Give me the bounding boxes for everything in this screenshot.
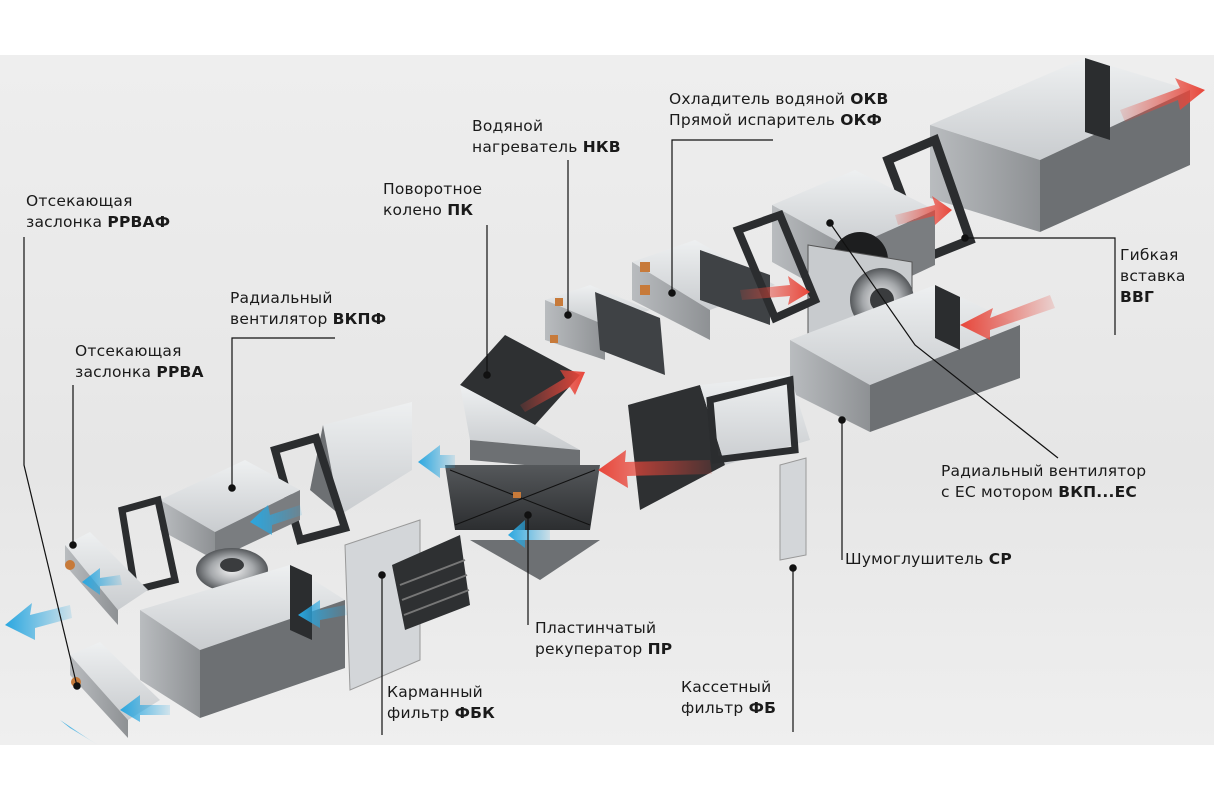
leader-dot-rrva — [69, 541, 77, 549]
leader-dot-vkpec — [826, 219, 834, 227]
label-heater-nkv: Водяной нагреватель НКВ — [472, 117, 621, 156]
label-elbow-pk: Поворотное колено ПК — [383, 180, 483, 219]
silencer-top-right — [930, 58, 1190, 232]
leader-dot-vkpf — [228, 484, 236, 492]
leader-dot-rrvaf — [73, 682, 81, 690]
leader-rrvaf — [23, 237, 78, 687]
turning-elbow-pk — [460, 335, 580, 470]
pocket-filter-fbk — [344, 519, 470, 691]
heater-nkv — [545, 285, 665, 375]
leader-vvg — [965, 237, 1116, 335]
label-recuperator-pr: Пластинчатый рекуператор ПР — [535, 619, 673, 658]
airflow-cold-arrows — [5, 445, 550, 745]
silencer-left-bottom — [140, 565, 345, 718]
leader-dot-pk — [483, 371, 491, 379]
recuperator-pr — [445, 465, 600, 580]
label-fan-vkp-ec: Радиальный вентилятор с ЕС мотором ВКП..… — [941, 462, 1147, 501]
cassette-filter-fb — [779, 457, 807, 561]
leader-dot-pr — [524, 511, 532, 519]
label-pocket-filter-fbk: Карманный фильтр ФБК — [387, 683, 496, 722]
label-flex-vvg: Гибкая вставка ВВГ — [1120, 246, 1186, 306]
leader-vkpec — [829, 222, 1059, 459]
airflow-warm-arrows — [520, 78, 1205, 488]
leader-dot-fb — [789, 564, 797, 572]
leader-okv — [671, 139, 773, 293]
label-damper-rrvaf: Отсекающая заслонка РРВАФ — [26, 192, 171, 231]
label-cooler-okv: Охладитель водяной ОКВ Прямой испаритель… — [669, 90, 889, 129]
leader-dot-sr — [838, 416, 846, 424]
leader-dot-okv — [668, 289, 676, 297]
leader-dot-nkv — [564, 311, 572, 319]
label-cassette-filter-fb: Кассетный фильтр ФБ — [681, 678, 777, 717]
leader-dot-vvg — [961, 234, 969, 242]
flex-insert-far-left — [118, 495, 180, 595]
label-damper-rrva: Отсекающая заслонка РРВА — [75, 342, 204, 381]
label-silencer-sr: Шумоглушитель СР — [845, 550, 1012, 568]
leader-dot-fbk — [378, 571, 386, 579]
leader-lines — [23, 139, 1116, 735]
label-fan-vkpf: Радиальный вентилятор ВКПФ — [230, 289, 387, 328]
elbow-middle-right — [628, 375, 810, 510]
silencer-right — [790, 285, 1020, 432]
leader-vkpf — [231, 337, 335, 488]
